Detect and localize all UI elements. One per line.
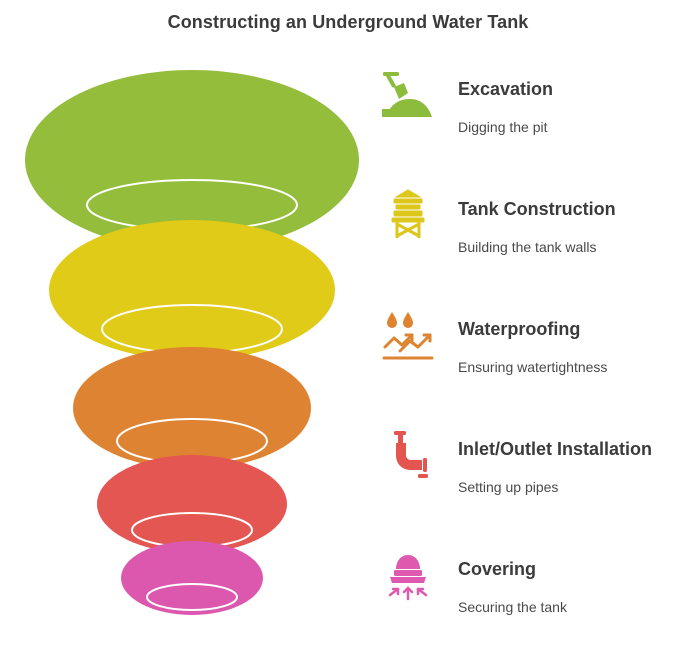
funnel-layer-tank-construction-body — [49, 220, 335, 360]
step-title: Excavation — [458, 79, 554, 99]
funnel-layer-inlet-outlet — [97, 455, 287, 553]
funnel-layer-covering-body — [121, 541, 263, 615]
funnel-layer-tank-construction — [49, 220, 335, 360]
step-description: Digging the pit — [458, 119, 548, 135]
pipe-faucet-icon — [394, 431, 428, 478]
step-description: Securing the tank — [458, 599, 567, 615]
step-description: Ensuring watertightness — [458, 359, 608, 375]
step-description: Setting up pipes — [458, 479, 559, 495]
dome-cover-icon — [388, 555, 428, 601]
funnel-layer-covering-ring — [146, 583, 238, 611]
funnel-layer-waterproofing-body — [73, 347, 311, 469]
step-title: Covering — [458, 559, 537, 579]
diagram-title: Constructing an Underground Water Tank — [167, 12, 529, 32]
funnel-layer-covering — [121, 541, 263, 615]
water-drops-arrows-icon — [382, 312, 434, 360]
step-title: Tank Construction — [458, 199, 616, 219]
water-tower-icon — [391, 189, 425, 238]
step-description: Building the tank walls — [458, 239, 597, 255]
step-title: Inlet/Outlet Installation — [458, 439, 653, 459]
shovel-dirt-icon — [382, 72, 432, 117]
funnel-layer-excavation-body — [25, 70, 359, 250]
step-title: Waterproofing — [458, 319, 581, 339]
funnel-layer-inlet-outlet-body — [97, 455, 287, 553]
funnel-layer-waterproofing — [73, 347, 311, 469]
